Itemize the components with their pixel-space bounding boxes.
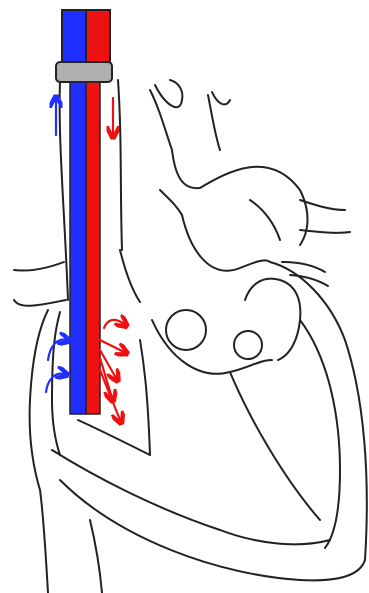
cannula-tube-blue (70, 82, 86, 414)
pulmonary-trunk (160, 190, 182, 215)
aortic-valve (166, 310, 206, 350)
left-atrium (245, 279, 300, 360)
cannula-hub-blue (62, 10, 86, 65)
superior-vena-cava (60, 80, 68, 300)
curved-arrow-icon (46, 374, 64, 392)
down-arrow-icon (100, 340, 124, 352)
curved-arrow-icon (48, 340, 66, 360)
pulmonary-valve (234, 331, 262, 359)
inferior-vena-cava (40, 490, 48, 593)
curved-arrow-icon (104, 320, 124, 328)
ventricle-outer-wall (60, 480, 365, 580)
cannula-collar (56, 62, 112, 82)
aortic-arch (150, 90, 308, 245)
cannula-hub-red (86, 10, 110, 65)
right-atrium-wall (14, 300, 66, 306)
down-arrow-icon (100, 358, 112, 398)
heart-outline (14, 80, 367, 593)
cannula-tube-red (86, 82, 100, 414)
septum (152, 320, 272, 374)
down-arrow-icon (100, 370, 120, 420)
